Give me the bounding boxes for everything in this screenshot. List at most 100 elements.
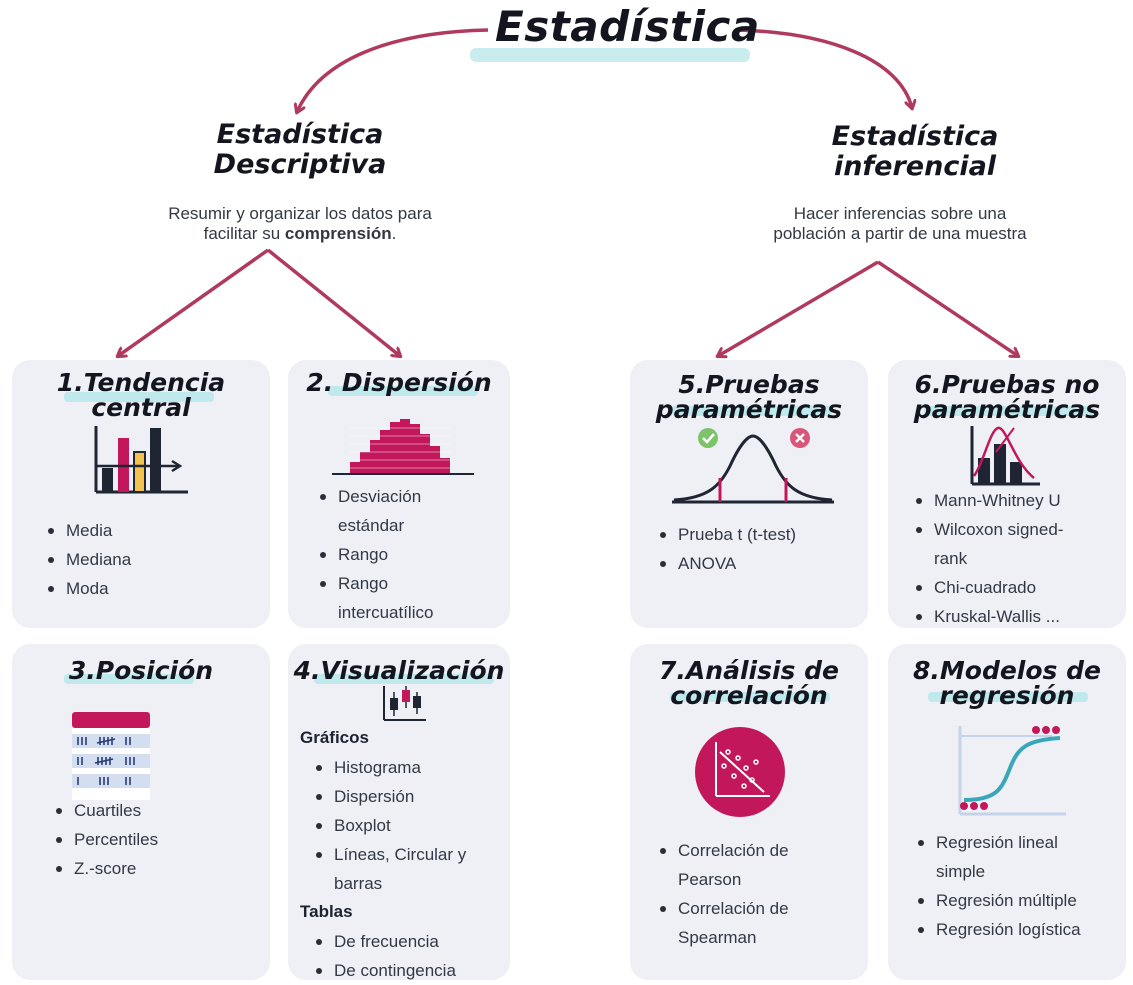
card-posicion: 3.Posición Cuartiles Percentiles Z.-scor…: [12, 644, 270, 980]
arrow-to-descriptiva: [297, 28, 489, 112]
card6-title-line1: 6.Pruebas no: [914, 370, 1100, 399]
inferencial-desc-line1: Hacer inferencias sobre una: [793, 204, 1007, 223]
list-item: Mediana: [46, 545, 131, 574]
card8-title-line2: regresión: [939, 681, 1075, 710]
card2-title-line1: 2. Dispersión: [306, 368, 492, 397]
card7-list: Correlación de Pearson Correlación de Sp…: [658, 836, 789, 952]
list-item: Kruskal-Wallis ...: [914, 602, 1063, 631]
card5-title-line2: paramétricas: [655, 395, 843, 424]
nonparametric-chart-icon: [970, 426, 1040, 486]
card-pruebas-no-parametricas: 6.Pruebas no paramétricas Mann-Whitney U…: [888, 360, 1126, 628]
inferencial-title-line2: inferencial: [833, 151, 997, 182]
card3-list: Cuartiles Percentiles Z.-score: [54, 796, 158, 883]
card8-title-line1: 8.Modelos de: [913, 656, 1101, 685]
arrow-to-card5: [718, 260, 879, 356]
card7-title-line2: correlación: [670, 681, 828, 710]
list-item: Dispersión: [314, 782, 466, 811]
list-item: Media: [46, 516, 131, 545]
page-title: Estadística: [495, 2, 760, 51]
card-title-correlacion: 7.Análisis de correlación: [630, 658, 868, 708]
tally-table-icon: [72, 712, 150, 800]
list-item: Z.-score: [54, 854, 158, 883]
list-item: Wilcoxon signed-: [914, 515, 1063, 544]
list-item: Regresión múltiple: [916, 886, 1081, 915]
list-item-continuation: intercuatílico: [338, 603, 434, 622]
list-item: Rango: [318, 569, 433, 598]
logistic-curve-icon: [958, 726, 1066, 816]
scatter-plot-icon: [695, 727, 785, 817]
list-item-continuation: simple: [936, 862, 986, 881]
card4-title-line1: 4.Visualización: [293, 656, 505, 685]
list-item: Desviación: [318, 482, 433, 511]
list-item: Cuartiles: [54, 796, 158, 825]
list-item: Líneas, Circular y: [314, 840, 466, 869]
card4-list-graficos: Histograma Dispersión Boxplot Líneas, Ci…: [314, 753, 466, 898]
title-highlight: [470, 48, 750, 62]
list-item: Percentiles: [54, 825, 158, 854]
card3-title-line1: 3.Posición: [68, 656, 214, 685]
card-title-visualizacion: 4.Visualización: [288, 656, 510, 685]
arrow-to-card2: [266, 248, 400, 356]
card4-list-tablas: De frecuencia De contingencia: [314, 927, 456, 985]
inferencial-description: Hacer inferencias sobre una población a …: [710, 204, 1090, 244]
list-item: Moda: [46, 574, 131, 603]
arrow-to-card6: [877, 260, 1018, 356]
descriptiva-desc-period: .: [391, 224, 397, 243]
card6-title-line2: paramétricas: [913, 395, 1101, 424]
card-title-no-parametricas: 6.Pruebas no paramétricas: [888, 372, 1126, 422]
card1-title-line2: central: [91, 393, 191, 422]
card2-list: Desviación estándar Rango Rango intercua…: [318, 482, 433, 627]
card1-list: Media Mediana Moda: [46, 516, 131, 603]
list-item: Prueba t (t-test): [658, 520, 796, 549]
card-title-posicion: 3.Posición: [12, 656, 270, 685]
arrow-to-inferencial: [734, 28, 912, 108]
bar-chart-icon: [94, 426, 188, 494]
inferencial-title-line1: Estadística: [831, 121, 999, 152]
card6-list: Mann-Whitney U Wilcoxon signed- rank Chi…: [914, 486, 1063, 631]
card5-list: Prueba t (t-test) ANOVA: [658, 520, 796, 578]
list-item: Regresión lineal: [916, 828, 1081, 857]
list-item: Mann-Whitney U: [914, 486, 1063, 515]
list-item-continuation: Spearman: [678, 928, 757, 947]
descriptiva-desc-line1: Resumir y organizar los datos para: [168, 204, 432, 223]
card-correlacion: 7.Análisis de correlación Correlación de…: [630, 644, 868, 980]
list-item-continuation: rank: [934, 549, 968, 568]
subhead-graficos: Gráficos: [300, 728, 369, 747]
list-item-continuation: estándar: [338, 516, 405, 535]
list-item: Regresión logística: [916, 915, 1081, 944]
list-item: Histograma: [314, 753, 466, 782]
card-pruebas-parametricas: 5.Pruebas paramétricas Prueba t (t-test)…: [630, 360, 868, 628]
inferencial-desc-line2: población a partir de una muestra: [773, 224, 1027, 243]
list-item: Correlación de: [658, 836, 789, 865]
list-item: Chi-cuadrado: [914, 573, 1063, 602]
histogram-icon: [332, 419, 474, 475]
candlestick-icon: [383, 686, 426, 721]
list-item: ANOVA: [658, 549, 796, 578]
card5-title-line1: 5.Pruebas: [678, 370, 820, 399]
card-title-regresion: 8.Modelos de regresión: [888, 658, 1126, 708]
card7-title-line1: 7.Análisis de: [659, 656, 839, 685]
list-item: De contingencia: [314, 956, 456, 985]
normal-curve-icon: [672, 428, 834, 504]
card-title-tendencia: 1.Tendencia central: [12, 370, 270, 420]
card-title-dispersion: 2. Dispersión: [288, 368, 510, 397]
descriptiva-desc-line2: facilitar su: [203, 224, 285, 243]
list-item: Rango: [318, 540, 433, 569]
list-item: Boxplot: [314, 811, 466, 840]
card-dispersion: 2. Dispersión Desviación estándar Rango …: [288, 360, 510, 628]
card-tendencia-central: 1.Tendencia central Media Mediana Moda: [12, 360, 270, 628]
descriptiva-title: Estadística Descriptiva: [190, 120, 410, 180]
descriptiva-title-line1: Estadística: [216, 119, 384, 150]
card-regresion: 8.Modelos de regresión Regresión lineal …: [888, 644, 1126, 980]
descriptiva-desc-bold: comprensión: [284, 224, 392, 243]
card1-title-line1: 1.Tendencia: [56, 368, 226, 397]
descriptiva-description: Resumir y organizar los datos para facil…: [105, 204, 495, 244]
inferencial-title: Estadística inferencial: [800, 122, 1030, 182]
card-visualizacion: 4.Visualización Gráficos Histograma Disp…: [288, 644, 510, 980]
card-title-parametricas: 5.Pruebas paramétricas: [630, 372, 868, 422]
descriptiva-title-line2: Descriptiva: [213, 149, 387, 180]
subhead-tablas: Tablas: [300, 902, 353, 921]
arrow-to-card1: [118, 248, 270, 356]
list-item: De frecuencia: [314, 927, 456, 956]
